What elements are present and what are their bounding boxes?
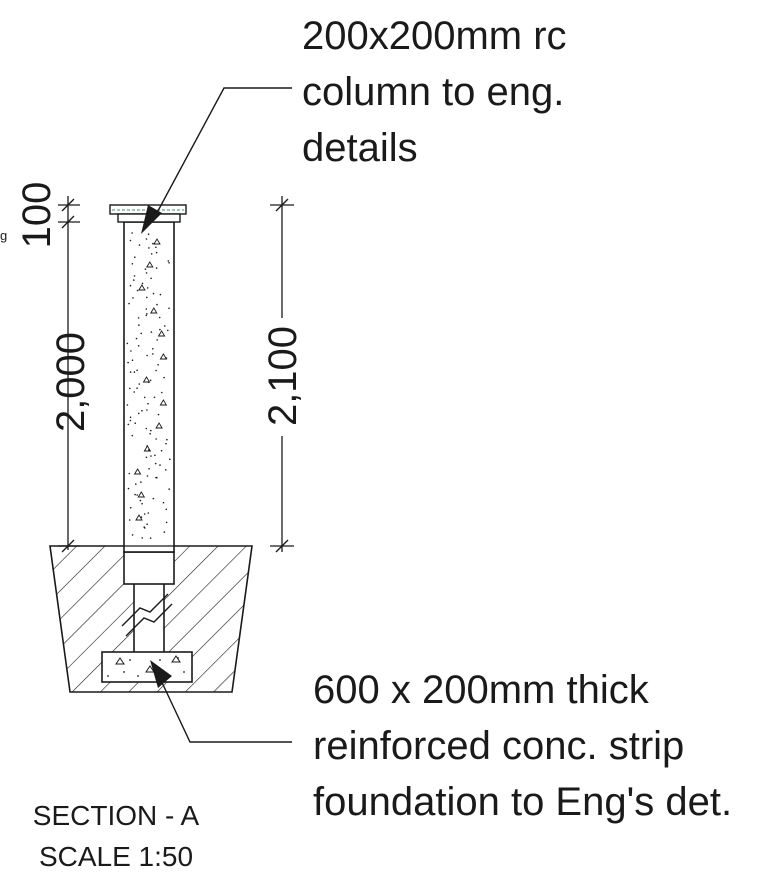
- foundation-note-line-2: reinforced conc. strip: [313, 724, 685, 768]
- foundation-note-line-3: foundation to Eng's det.: [313, 780, 733, 824]
- dim-right-height: 2,100: [261, 326, 305, 426]
- column-leader: [141, 87, 292, 234]
- foundation-note-line-1: 600 x 200mm thick: [313, 668, 649, 712]
- column-note-line-2: column to eng.: [302, 70, 565, 114]
- left-dimension: [58, 196, 80, 553]
- footing-leader: [150, 660, 292, 743]
- dim-left-height: 2,000: [49, 332, 93, 432]
- dim-cap: 100: [15, 182, 59, 249]
- foundation-note: 600 x 200mm thick reinforced conc. strip…: [313, 662, 732, 830]
- strip-footing: [101, 651, 193, 683]
- concrete-speckle: [126, 232, 171, 539]
- scale-label: SCALE 1:50: [38, 841, 194, 872]
- rc-column: [123, 221, 175, 553]
- dim-cut-label: g: [0, 228, 7, 243]
- column-note-line-1: 200x200mm rc: [302, 14, 567, 58]
- section-title: SECTION - A: [32, 800, 200, 831]
- column-note: 200x200mm rc column to eng. details: [302, 8, 567, 176]
- column-note-line-3: details: [302, 126, 418, 170]
